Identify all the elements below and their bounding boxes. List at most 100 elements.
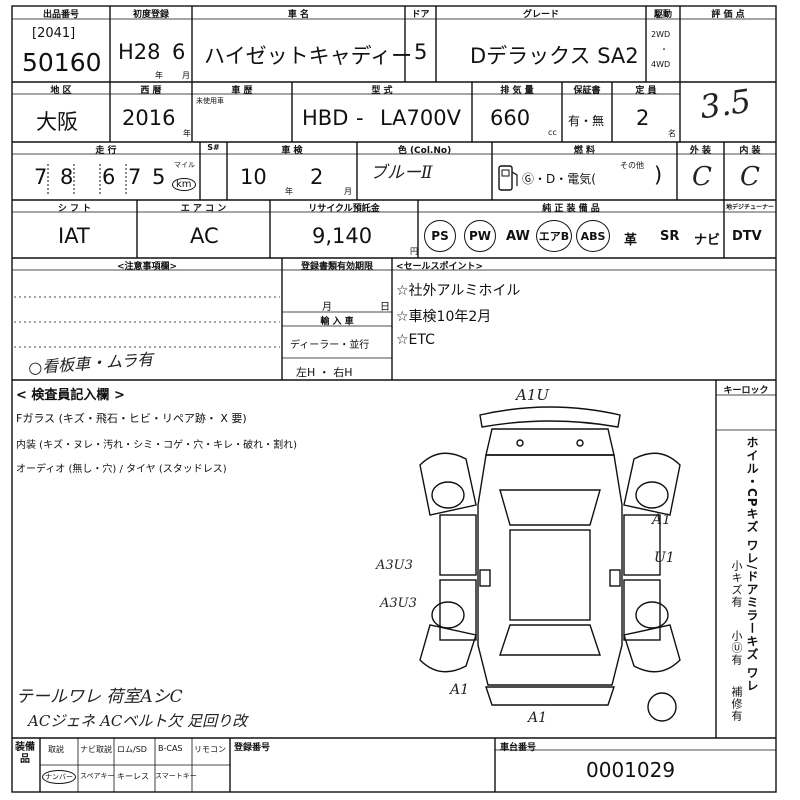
bottom-keyless: キーレス xyxy=(117,772,149,781)
equip-dtv: DTV xyxy=(732,229,762,244)
meter-header: S# xyxy=(200,143,227,152)
equip-aw: AW xyxy=(506,229,530,244)
capacity-header: 定 員 xyxy=(635,86,657,96)
year-value: 2016 xyxy=(122,106,176,130)
bottom-rom-sd: ロム/SD xyxy=(117,745,147,754)
warranty-value: 有・無 xyxy=(568,114,605,128)
first-reg-year-unit: 年 xyxy=(155,71,163,80)
model-dash: - xyxy=(356,106,364,130)
exterior-header: 外 装 xyxy=(689,146,712,156)
interior-header: 内 装 xyxy=(739,146,761,156)
bottom-manual: 取説 xyxy=(48,745,64,754)
chassis-number: 0001029 xyxy=(586,758,676,782)
mileage-digit-4: 7 xyxy=(128,165,142,189)
first-reg-month: 6 xyxy=(172,40,186,64)
mark-rear: A1 xyxy=(528,710,548,726)
color-value: ブルーⅡ xyxy=(370,163,433,183)
meter-n: # xyxy=(213,143,220,152)
model-code: LA700V xyxy=(380,106,461,130)
aircon-value: AC xyxy=(190,224,219,248)
mileage-header: 走 行 xyxy=(95,146,117,156)
door-header: ドア xyxy=(411,10,430,20)
equipment2-header: 装備品 xyxy=(14,742,36,766)
fuel-close: ) xyxy=(654,163,663,187)
sales-point-3: ☆ETC xyxy=(396,332,435,348)
mileage-digit-5: 5 xyxy=(152,165,166,189)
door-count: 5 xyxy=(414,40,428,64)
fuel-other-label: その他 xyxy=(620,161,644,170)
history-header: 車 歴 xyxy=(231,86,253,96)
history-note: 未使用車 xyxy=(196,97,224,105)
bottom-remote: リモコン xyxy=(194,745,226,754)
drive-header: 駆動 xyxy=(653,10,672,20)
mark-rear-left: A1 xyxy=(450,682,470,698)
equip-navi: ナビ xyxy=(694,233,721,248)
sales-points-header: <セールスポイント> xyxy=(396,262,484,272)
capacity-unit: 名 xyxy=(668,129,676,138)
shaken-year-unit: 年 xyxy=(285,187,293,196)
drive-2wd: 2WD xyxy=(651,30,671,39)
equipment-header: 純 正 装 備 品 xyxy=(542,204,600,214)
tuner-header: 地デジチューナー xyxy=(725,204,774,211)
mark-right-front: A1 xyxy=(652,512,672,528)
bottom-number: ナンバー xyxy=(42,770,76,784)
meter-s: S xyxy=(207,143,214,152)
remark-2: ACジェネ ACベルト欠 足回り改 xyxy=(28,712,248,730)
mark-front: A1U xyxy=(516,386,550,404)
mileage-unit-km: km xyxy=(172,178,196,191)
mark-left-1: A3U3 xyxy=(376,558,413,573)
shaken-year: 10 xyxy=(240,165,267,189)
remark-1: テールワレ 荷室AシC xyxy=(16,687,183,707)
inspector-line-1: Fガラス (キズ・飛石・ヒビ・リペア跡・ X 要) xyxy=(16,412,247,425)
fuel-icon xyxy=(498,165,518,191)
shift-value: IAT xyxy=(58,224,90,248)
shaken-header: 車 検 xyxy=(281,146,303,156)
shaken-month-unit: 月 xyxy=(344,187,352,196)
equipment2-label: 装備品 xyxy=(15,742,35,765)
chassis-header: 車台番号 xyxy=(500,743,537,753)
mark-left-2: A3U3 xyxy=(380,596,417,611)
mileage-unit-mile: マイル xyxy=(174,161,195,169)
score-header: 評 価 点 xyxy=(711,10,745,20)
equip-pw: PW xyxy=(464,220,496,252)
model-header: 型 式 xyxy=(371,86,393,96)
notes-header: <注意事項欄> xyxy=(116,262,178,272)
color-header: 色 (Col.No) xyxy=(397,146,452,156)
score-value: 3.5 xyxy=(697,81,754,127)
bottom-bcas: B-CAS xyxy=(158,744,183,753)
mark-right-door: U1 xyxy=(654,550,675,566)
right-small-2: 小Ⓤ有 xyxy=(730,630,743,666)
first-reg-era: H28 xyxy=(118,40,161,64)
shift-header: シ フ ト xyxy=(57,204,92,214)
displacement-header: 排 気 量 xyxy=(500,86,534,96)
first-reg-month-unit: 月 xyxy=(182,71,190,80)
region-header: 地 区 xyxy=(50,86,72,96)
inspector-line-3: オーディオ (無し・穴) / タイヤ (スタッドレス) xyxy=(16,464,227,475)
mileage-digit-3: 6 xyxy=(102,165,116,189)
mileage-digit-1: 7 xyxy=(34,165,48,189)
car-name: ハイゼットキャディー xyxy=(204,44,413,68)
sales-point-1: ☆社外アルミホイル xyxy=(396,283,521,299)
car-name-header: 車 名 xyxy=(287,10,310,20)
mileage-digit-2: 8 xyxy=(60,165,74,189)
year-unit: 年 xyxy=(183,129,191,138)
capacity-value: 2 xyxy=(636,106,650,130)
bottom-navi-manual: ナビ取説 xyxy=(80,745,112,754)
recycle-value: 9,140 xyxy=(312,224,373,248)
recycle-unit: 円 xyxy=(410,247,418,256)
exterior-grade: C xyxy=(692,162,712,192)
import-header: 輸 入 車 xyxy=(320,317,354,327)
fuel-header: 燃 料 xyxy=(573,146,596,156)
equip-ps: PS xyxy=(424,220,456,252)
bottom-spare-key: スペアキー xyxy=(80,772,115,780)
right-small-1: 小キズ有 xyxy=(730,560,743,608)
seireki-header: 西 暦 xyxy=(140,86,162,96)
equip-airbag: エアB xyxy=(536,220,572,252)
reg-expiry-header: 登録書類有効期限 xyxy=(300,262,373,272)
lot-prefix: [2041] xyxy=(32,26,76,41)
car-diagram xyxy=(419,406,681,722)
aircon-header: エ ア コ ン xyxy=(180,204,227,214)
reg-expiry-day: 日 xyxy=(380,302,390,313)
model-prefix: HBD xyxy=(302,106,349,130)
